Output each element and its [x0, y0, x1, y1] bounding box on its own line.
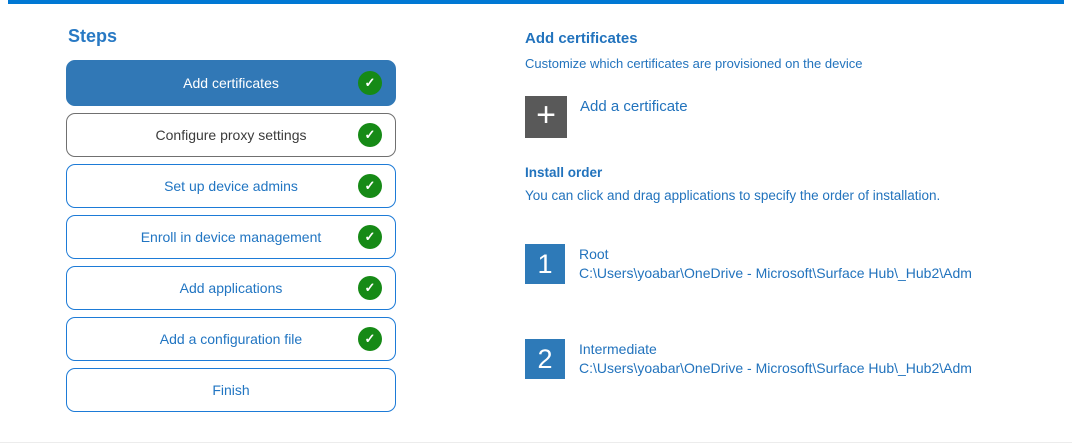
- add-certificates-panel: Add certificates Customize which certifi…: [525, 26, 1072, 412]
- page-title: Add certificates: [525, 30, 638, 47]
- step-add-certificates[interactable]: Add certificates ✓: [66, 60, 396, 106]
- steps-heading: Steps: [68, 26, 118, 46]
- steps-sidebar: Steps Add certificates ✓ Configure proxy…: [66, 26, 396, 412]
- completed-check-icon: ✓: [358, 327, 382, 351]
- install-order-item-root[interactable]: 1 Root C:\Users\yoabar\OneDrive - Micros…: [525, 244, 1072, 284]
- wizard-page: Steps Add certificates ✓ Configure proxy…: [66, 26, 1072, 412]
- order-number-badge: 2: [525, 339, 565, 379]
- completed-check-icon: ✓: [358, 71, 382, 95]
- completed-check-icon: ✓: [358, 276, 382, 300]
- install-order-description: You can click and drag applications to s…: [525, 188, 941, 203]
- step-label: Finish: [212, 382, 250, 398]
- step-label: Add certificates: [183, 75, 279, 91]
- order-number-badge: 1: [525, 244, 565, 284]
- step-enroll-in-device-management[interactable]: Enroll in device management ✓: [66, 215, 396, 259]
- certificate-path: C:\Users\yoabar\OneDrive - Microsoft\Sur…: [579, 360, 972, 376]
- plus-icon: +: [525, 96, 567, 138]
- certificate-info: Intermediate C:\Users\yoabar\OneDrive - …: [579, 339, 972, 378]
- completed-check-icon: ✓: [358, 225, 382, 249]
- completed-check-icon: ✓: [358, 174, 382, 198]
- step-label: Add a configuration file: [159, 331, 303, 347]
- certificate-info: Root C:\Users\yoabar\OneDrive - Microsof…: [579, 244, 972, 283]
- step-list: Add certificates ✓ Configure proxy setti…: [66, 60, 396, 412]
- install-order-item-intermediate[interactable]: 2 Intermediate C:\Users\yoabar\OneDrive …: [525, 339, 1072, 379]
- install-order-heading: Install order: [525, 165, 603, 180]
- completed-check-icon: ✓: [358, 123, 382, 147]
- certificate-name: Root: [579, 246, 609, 262]
- step-label: Set up device admins: [164, 178, 298, 194]
- certificate-name: Intermediate: [579, 341, 657, 357]
- step-finish[interactable]: Finish: [66, 368, 396, 412]
- certificate-path: C:\Users\yoabar\OneDrive - Microsoft\Sur…: [579, 265, 972, 281]
- step-add-applications[interactable]: Add applications ✓: [66, 266, 396, 310]
- step-label: Add applications: [179, 280, 283, 296]
- step-label: Configure proxy settings: [155, 127, 307, 143]
- step-configure-proxy-settings[interactable]: Configure proxy settings ✓: [66, 113, 396, 157]
- page-subtitle: Customize which certificates are provisi…: [525, 56, 863, 71]
- top-accent-bar: [8, 0, 1064, 4]
- step-add-a-configuration-file[interactable]: Add a configuration file ✓: [66, 317, 396, 361]
- add-certificate-button[interactable]: + Add a certificate: [525, 96, 688, 138]
- step-set-up-device-admins[interactable]: Set up device admins ✓: [66, 164, 396, 208]
- step-label: Enroll in device management: [140, 229, 322, 245]
- add-certificate-label: Add a certificate: [580, 98, 688, 115]
